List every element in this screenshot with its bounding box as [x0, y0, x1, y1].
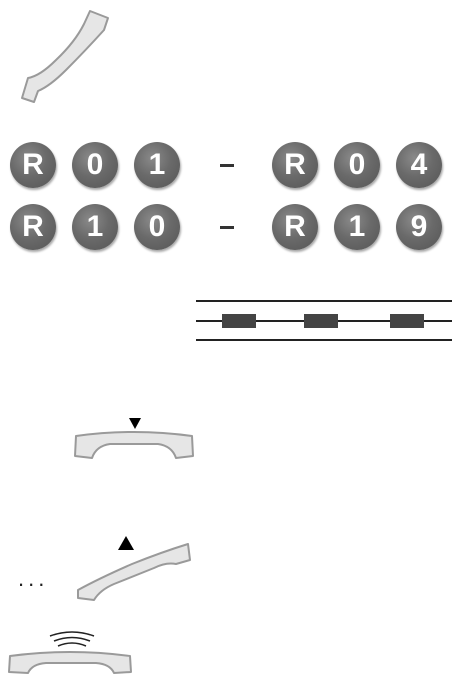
handset-on-hook-down-arrow-icon: [74, 418, 194, 459]
range-dash: [220, 226, 234, 229]
key-digit: 0: [134, 204, 180, 250]
key-r: R: [272, 142, 318, 188]
key-digit: 0: [334, 142, 380, 188]
interrupted-line-icon: [196, 300, 452, 341]
ellipsis: ...: [18, 566, 49, 591]
key-digit: 0: [72, 142, 118, 188]
key-digit: 1: [334, 204, 380, 250]
key-digit: 4: [396, 142, 442, 188]
handset-lifted-icon: [21, 10, 109, 103]
handset-ringing-icon: [8, 631, 132, 674]
key-r: R: [10, 142, 56, 188]
key-row-1: R 0 1 R 0 4: [10, 142, 442, 190]
key-r: R: [272, 204, 318, 250]
handset-off-hook-up-arrow-icon: [77, 536, 191, 601]
key-r: R: [10, 204, 56, 250]
range-dash: [220, 164, 234, 167]
key-digit: 1: [134, 142, 180, 188]
key-digit: 9: [396, 204, 442, 250]
key-row-2: R 1 0 R 1 9: [10, 204, 442, 252]
key-digit: 1: [72, 204, 118, 250]
